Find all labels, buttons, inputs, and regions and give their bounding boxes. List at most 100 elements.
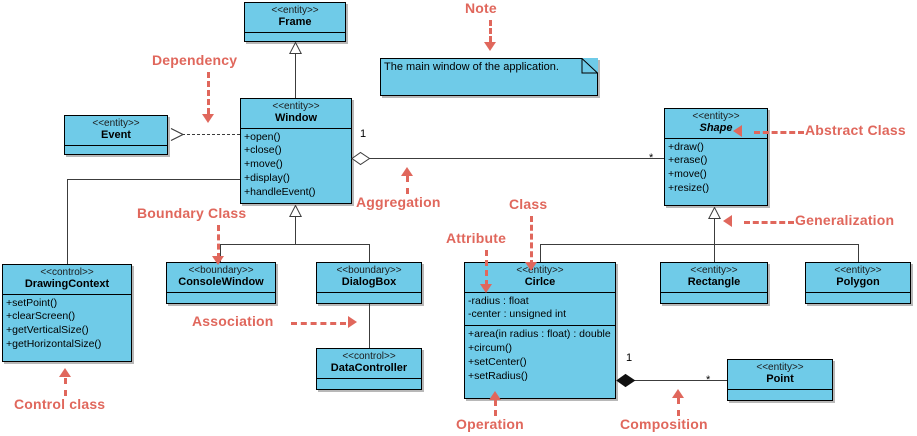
annotation-arrowhead-association: [348, 316, 357, 328]
class-name: ConsoleWindow: [178, 276, 264, 289]
operation-row: +move(): [244, 158, 283, 171]
operation-row: +setRadius(): [468, 369, 528, 382]
annotation-arrowhead-dependency: [202, 114, 214, 123]
composition-line-circle-point: [633, 380, 727, 381]
class-stereotype: <<entity>>: [692, 111, 740, 122]
class-operations-compartment: +open() +close() +move() +display() +han…: [241, 129, 351, 203]
class-stereotype: <<control>>: [40, 267, 94, 278]
annotation-label-note: Note: [465, 0, 497, 16]
dependency-line-window-event: [182, 134, 240, 135]
compartment-divider: [806, 291, 910, 293]
class-stereotype: <<entity>>: [92, 118, 140, 129]
annotation-arrowhead-composition: [672, 389, 684, 398]
annotation-label-generalization: Generalization: [795, 212, 895, 228]
class-header-polygon: <<entity>> Polygon: [806, 263, 910, 292]
annotation-label-dependency: Dependency: [152, 52, 238, 68]
annotation-label-abstract-class: Abstract Class: [805, 122, 906, 138]
class-name: Cirlce: [524, 276, 556, 289]
compartment-divider: [3, 293, 131, 295]
class-stereotype: <<entity>>: [834, 265, 882, 276]
annotation-arrowhead-boundary-class: [212, 256, 224, 265]
composition-diamond-icon: [616, 373, 636, 388]
class-box-point[interactable]: <<entity>> Point: [727, 359, 833, 401]
annotation-leader-generalization: [744, 221, 794, 224]
generalization-arrow-icon: [289, 205, 302, 217]
operation-row: +setCenter(): [468, 355, 527, 368]
compartment-divider: [317, 377, 421, 379]
generalization-line-window-frame: [295, 53, 296, 98]
class-stereotype: <<boundary>>: [188, 265, 254, 276]
class-header-point: <<entity>> Point: [728, 360, 832, 389]
compartment-divider: [728, 388, 832, 390]
class-attributes-compartment: -radius : float -center : unsigned int: [465, 293, 615, 326]
class-name: Frame: [278, 16, 312, 29]
dependency-arrow-icon: [170, 127, 184, 142]
annotation-label-composition: Composition: [620, 416, 708, 432]
annotation-leader-class: [530, 216, 533, 266]
class-name: DataController: [330, 362, 408, 375]
class-name: DrawingContext: [24, 278, 110, 291]
annotation-label-attribute: Attribute: [446, 230, 507, 246]
class-attributes-compartment: [317, 379, 421, 395]
class-box-shape[interactable]: <<entity>> Shape +draw() +erase() +move(…: [664, 108, 768, 206]
operation-row: +getHorizontalSize(): [6, 338, 102, 351]
class-box-polygon[interactable]: <<entity>> Polygon: [805, 262, 911, 304]
annotation-leader-aggregation: [406, 176, 409, 194]
annotation-leader-attribute: [485, 250, 488, 286]
annotation-arrowhead-class: [525, 262, 537, 271]
class-box-rectangle[interactable]: <<entity>> Rectangle: [660, 262, 768, 304]
class-box-circle[interactable]: <<entity>> Cirlce -radius : float -cente…: [464, 262, 616, 399]
annotation-leader-boundary-class: [217, 225, 220, 259]
annotation-leader-dependency: [207, 72, 210, 114]
class-box-consolewindow[interactable]: <<boundary>> ConsoleWindow: [166, 262, 276, 304]
operation-row: +area(in radius : float) : double: [468, 328, 611, 341]
class-box-datacontroller[interactable]: <<control>> DataController: [316, 348, 422, 390]
class-name: DialogBox: [341, 276, 397, 289]
operation-row: +getVerticalSize(): [6, 324, 89, 337]
annotation-arrowhead-abstract-class: [733, 125, 742, 137]
generalization-branch-circle: [540, 244, 541, 262]
class-name: Polygon: [836, 276, 880, 289]
class-box-dialogbox[interactable]: <<boundary>> DialogBox: [316, 262, 422, 304]
class-box-frame[interactable]: <<entity>> Frame: [244, 2, 346, 42]
annotation-leader-abstract-class: [754, 131, 804, 134]
compartment-divider: [465, 291, 615, 293]
class-box-drawingcontext[interactable]: <<control>> DrawingContext +setPoint() +…: [2, 264, 132, 362]
class-attributes-compartment: [167, 293, 275, 309]
multiplicity-window-side: 1: [360, 128, 367, 140]
class-box-window[interactable]: <<entity>> Window +open() +close() +move…: [240, 98, 352, 204]
compartment-divider: [661, 291, 767, 293]
aggregation-line-window-shape: [369, 158, 664, 159]
association-line-dialogbox-datacontroller: [369, 304, 370, 348]
operation-row: +move(): [668, 168, 707, 181]
class-box-event[interactable]: <<entity>> Event: [64, 115, 168, 155]
generalization-branch-bar: [220, 244, 369, 245]
annotation-arrowhead-note: [484, 42, 496, 51]
class-stereotype: <<entity>>: [271, 5, 319, 16]
note-box[interactable]: The main window of the application.: [380, 58, 598, 96]
annotation-leader-composition: [677, 398, 680, 416]
class-attributes-compartment: [806, 293, 910, 309]
generalization-line-shape-down: [714, 218, 715, 244]
class-header-rectangle: <<entity>> Rectangle: [661, 263, 767, 292]
aggregation-diamond-icon: [351, 151, 371, 166]
annotation-leader-operation: [494, 400, 497, 416]
class-header-consolewindow: <<boundary>> ConsoleWindow: [167, 263, 275, 292]
multiplicity-shape-side: *: [649, 152, 654, 164]
operation-row: +erase(): [668, 154, 708, 167]
compartment-divider: [665, 137, 767, 139]
annotation-leader-control-class: [64, 378, 67, 396]
attribute-row: -radius : float: [468, 294, 529, 307]
class-stereotype: <<entity>>: [516, 265, 564, 276]
annotation-arrowhead-aggregation: [401, 167, 413, 176]
annotation-arrowhead-generalization: [723, 215, 732, 227]
class-header-dialogbox: <<boundary>> DialogBox: [317, 263, 421, 292]
compartment-divider: [245, 31, 345, 33]
class-header-circle: <<entity>> Cirlce: [465, 263, 615, 292]
operation-row: +resize(): [668, 182, 710, 195]
multiplicity-point-side: *: [706, 374, 711, 386]
note-shape-icon: [380, 58, 598, 96]
class-header-drawingcontext: <<control>> DrawingContext: [3, 265, 131, 294]
annotation-arrowhead-control-class: [59, 368, 71, 377]
class-stereotype: <<control>>: [342, 351, 396, 362]
